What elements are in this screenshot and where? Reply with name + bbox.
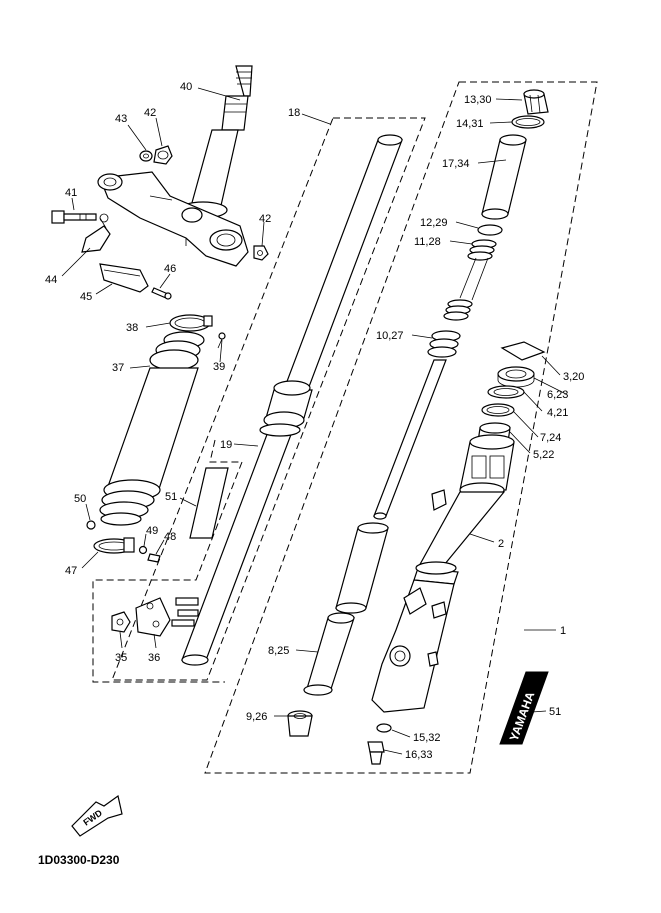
group-outline-fork-leg	[204, 81, 598, 774]
group-outline-boot	[92, 461, 243, 683]
callout-36: 36	[148, 652, 160, 664]
fork-boot-37	[99, 331, 205, 526]
seal-3	[500, 341, 546, 361]
callout-13-30: 13,30	[464, 94, 492, 106]
clamp-47	[93, 537, 135, 554]
washer-43	[139, 150, 153, 162]
outer-tube-2	[371, 434, 515, 713]
cable-guide-45	[99, 263, 149, 293]
oil-seal-6	[497, 366, 535, 388]
callout-45: 45	[80, 291, 92, 303]
callout-38: 38	[126, 322, 138, 334]
callout-labels: 40 43 42 41 42 44 45 46 38 39 37 19 18 5…	[45, 81, 584, 761]
under-bracket	[97, 171, 249, 267]
damper-36	[135, 597, 199, 637]
callout-51-right: 51	[549, 706, 561, 718]
cylinder-sleeve	[335, 522, 389, 614]
callout-17-34: 17,34	[442, 158, 470, 170]
callout-44: 44	[45, 274, 57, 286]
callout-49: 49	[146, 525, 158, 537]
damper-rod-10	[373, 330, 461, 520]
callout-43: 43	[115, 113, 127, 125]
bolt-41	[51, 210, 97, 224]
diagram-code: 1D03300-D230	[38, 853, 120, 867]
callout-41: 41	[65, 187, 77, 199]
callout-8-25: 8,25	[268, 645, 289, 657]
callout-14-31: 14,31	[456, 118, 484, 130]
fork-spring-11	[443, 239, 497, 321]
bushing-7	[481, 403, 515, 417]
callout-40: 40	[180, 81, 192, 93]
callout-50: 50	[74, 493, 86, 505]
clamp-38	[169, 314, 213, 332]
group-outline-inner-tube	[111, 117, 426, 681]
callout-3-20: 3,20	[563, 371, 584, 383]
nut-42-side	[253, 245, 269, 261]
callout-39: 39	[213, 361, 225, 373]
callout-18: 18	[288, 107, 300, 119]
callout-47: 47	[65, 565, 77, 577]
callout-51-left: 51	[165, 491, 177, 503]
nut-42-top	[153, 145, 173, 165]
gasket-15	[376, 723, 392, 733]
callout-42-top: 42	[144, 107, 156, 119]
callout-42-side: 42	[259, 213, 271, 225]
cap-bolt-13	[523, 89, 549, 115]
label-plate-51	[189, 467, 229, 539]
leader-lines	[61, 87, 567, 755]
fwd-arrow-icon: FWD	[71, 794, 123, 837]
washer-4	[487, 385, 525, 399]
callout-1: 1	[560, 625, 566, 637]
callout-12-29: 12,29	[420, 217, 448, 229]
callout-15-32: 15,32	[413, 732, 441, 744]
callout-37: 37	[112, 362, 124, 374]
washer-12	[477, 224, 503, 236]
group-outline-boot-top	[209, 439, 242, 463]
callout-48: 48	[164, 531, 176, 543]
callout-2: 2	[498, 538, 504, 550]
screw-46	[151, 287, 172, 300]
callout-46: 46	[164, 263, 176, 275]
damper-cylinder-8	[303, 612, 355, 696]
callout-10-27: 10,27	[376, 330, 404, 342]
callout-35: 35	[115, 652, 127, 664]
callout-7-24: 7,24	[540, 432, 561, 444]
nut-35	[111, 611, 131, 633]
screw-39	[217, 332, 226, 349]
inner-tube-19	[181, 134, 403, 666]
nut-50	[86, 520, 96, 530]
screw-48	[147, 553, 161, 563]
bracket-44	[81, 213, 111, 253]
callout-4-21: 4,21	[547, 407, 568, 419]
callout-6-23: 6,23	[547, 389, 568, 401]
oil-lock-piece-9	[287, 710, 313, 737]
o-ring-14	[511, 115, 545, 129]
callout-16-33: 16,33	[405, 749, 433, 761]
callout-9-26: 9,26	[246, 711, 267, 723]
callout-19: 19	[220, 439, 232, 451]
spacer-17	[481, 134, 527, 220]
callout-5-22: 5,22	[533, 449, 554, 461]
yamaha-emblem-51: YAMAHA	[499, 671, 549, 745]
washer-49	[138, 545, 148, 555]
callout-11-28: 11,28	[414, 236, 441, 248]
bolt-16	[367, 741, 385, 765]
